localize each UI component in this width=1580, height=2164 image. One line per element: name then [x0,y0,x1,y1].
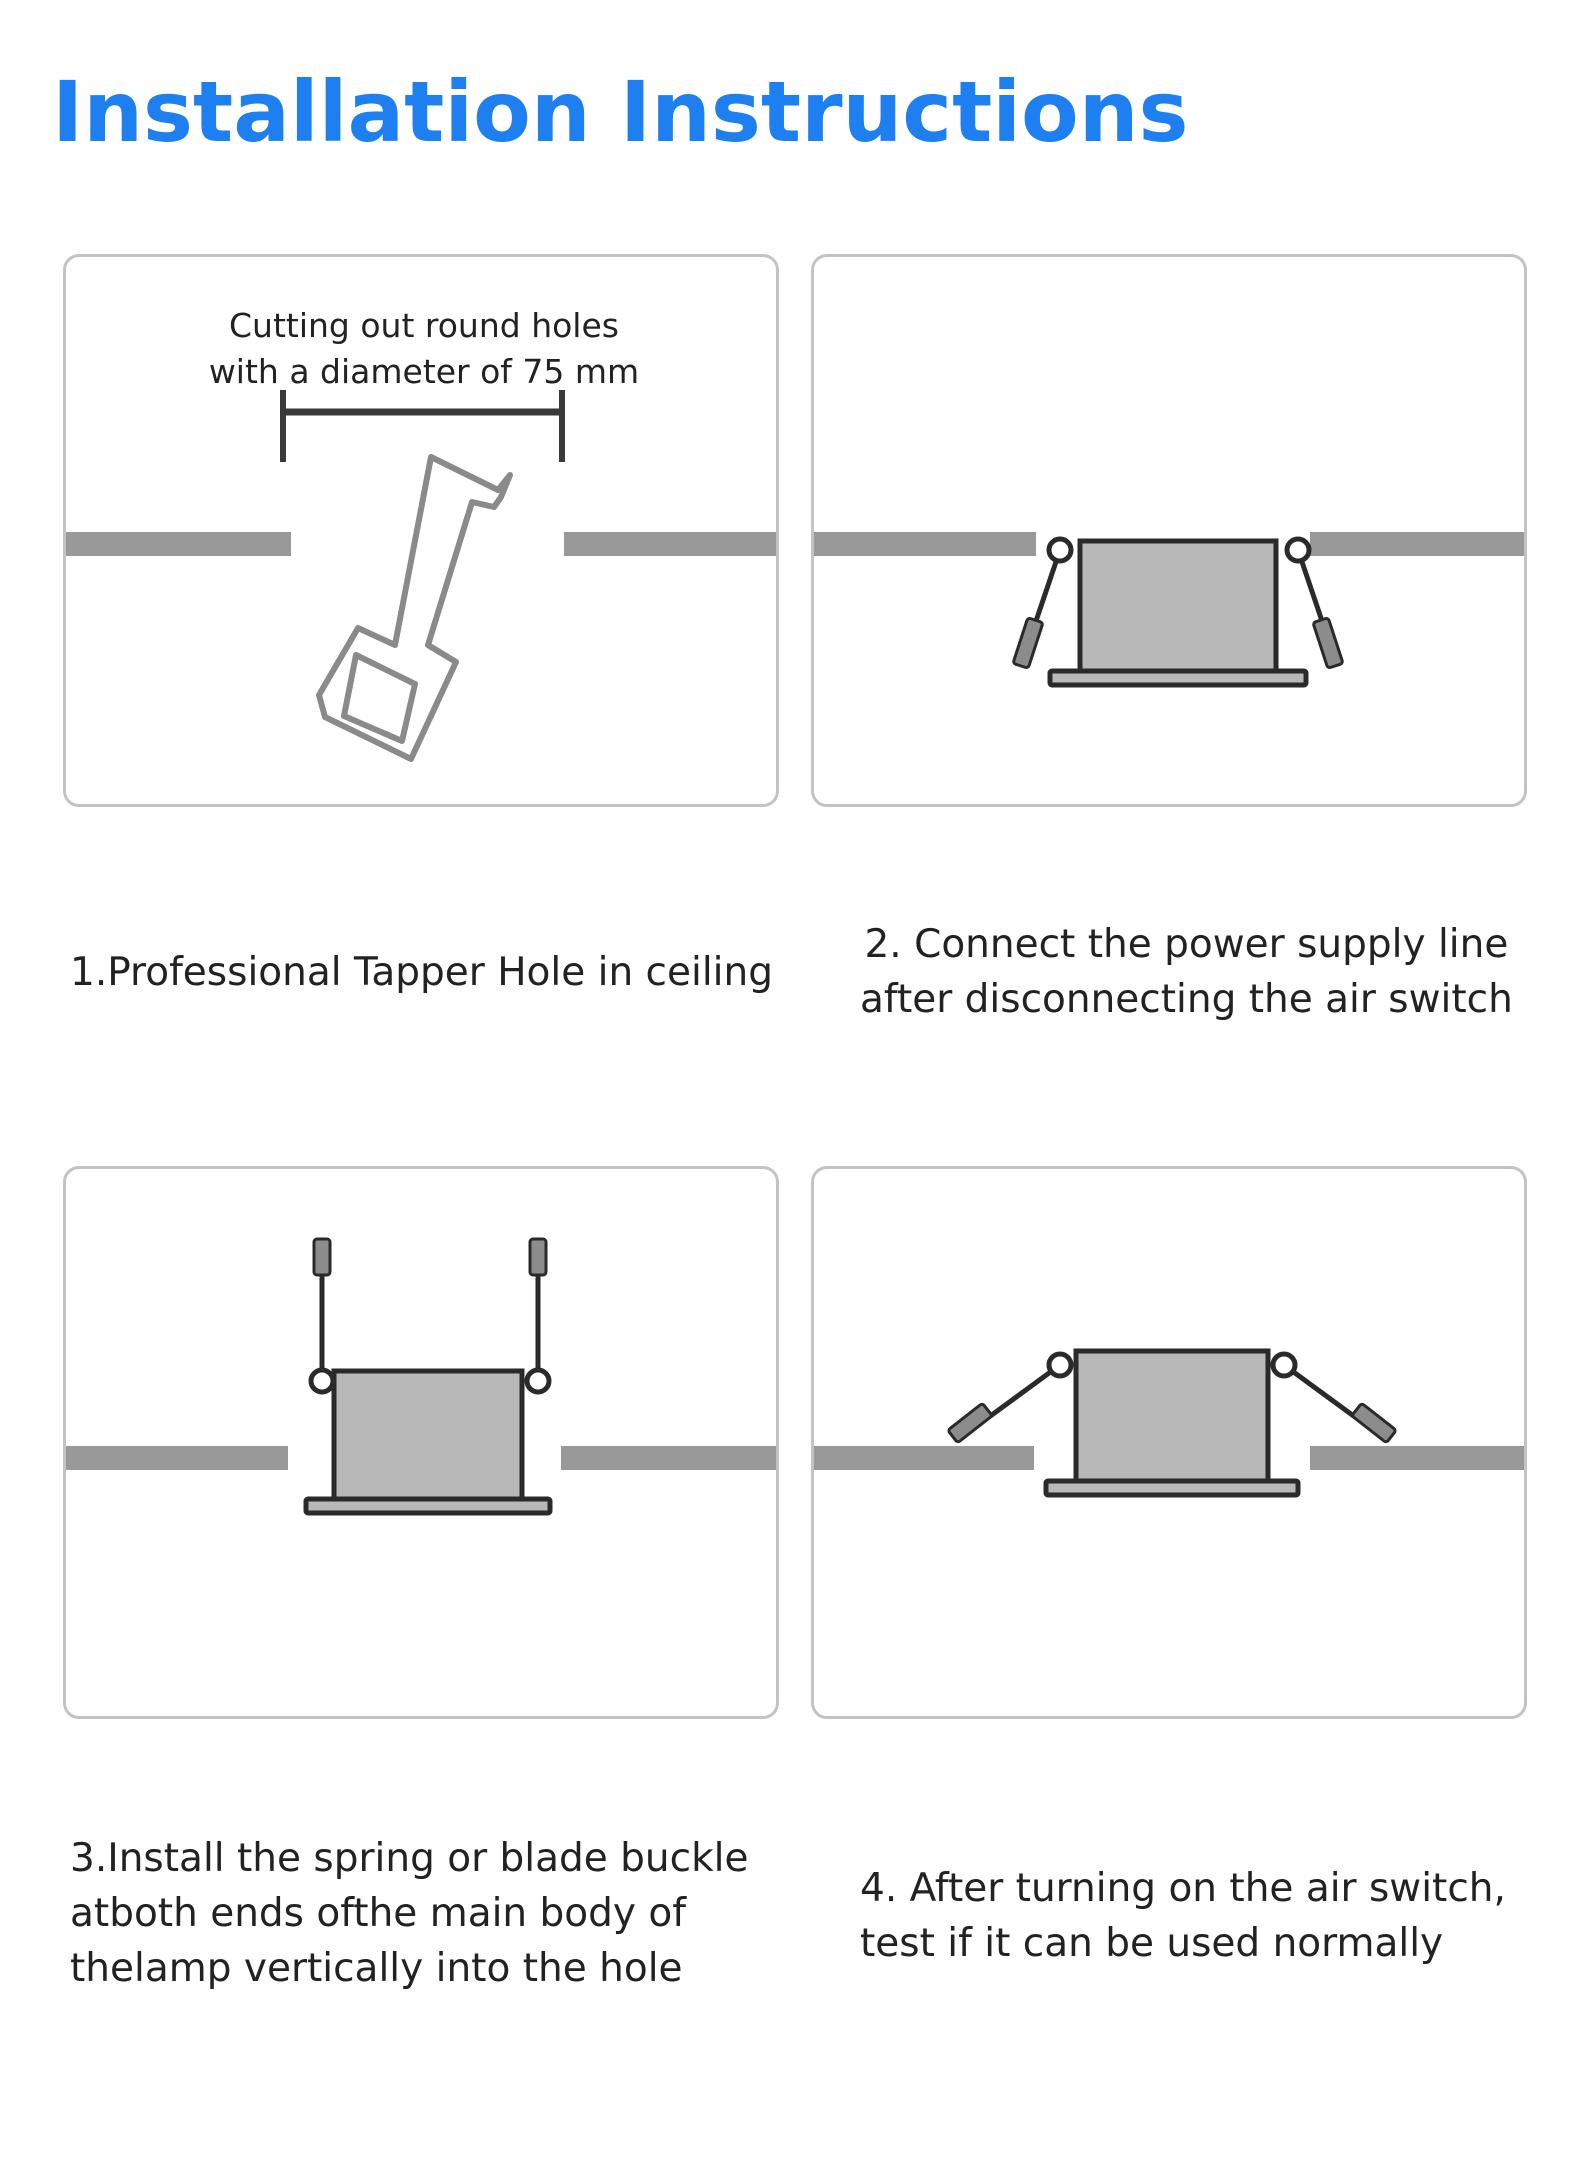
step-4-illustration [811,1166,1527,1719]
caption-line: atboth ends ofthe main body of [70,1891,686,1936]
ceiling-line [66,1446,776,1470]
caption-line: 2. Connect the power supply line [864,922,1509,967]
downlight-icon [1043,1348,1301,1498]
step-3-illustration [63,1166,779,1719]
caption-line: test if it can be used normally [860,1921,1444,1966]
annotation-line: with a diameter of 75 mm [208,352,640,391]
caption-line: after disconnecting the air switch [860,977,1513,1022]
saw-icon [316,454,513,762]
hole-size-annotation: Cutting out round holes with a diameter … [66,303,776,395]
connect-power-drawing [814,532,1524,688]
caption-line: 4. After turning on the air switch, [860,1866,1506,1911]
spring-clip-icon [1012,536,1344,670]
step-3-caption: 3.Install the spring or blade buckle atb… [70,1831,748,1996]
cutting-hole-drawing [66,390,776,762]
caption-line: 1.Professional Tapper Hole in ceiling [70,950,773,995]
spring-clip-icon [947,1351,1397,1444]
step-2-illustration [811,254,1527,807]
dimension-bracket [280,390,565,462]
ceiling-line [66,532,776,556]
ceiling-line [814,532,1524,556]
step-1-caption: 1.Professional Tapper Hole in ceiling [70,945,773,1000]
step-2-caption: 2. Connect the power supply line after d… [860,917,1513,1027]
annotation-line: Cutting out round holes [229,306,619,345]
insert-lamp-drawing [66,1237,776,1516]
installed-lamp-drawing [814,1348,1524,1498]
caption-line: 3.Install the spring or blade buckle [70,1836,749,1881]
downlight-icon [1047,538,1309,688]
step-1-illustration: Cutting out round holes with a diameter … [63,254,779,807]
ceiling-line [814,1446,1524,1470]
step-4-caption: 4. After turning on the air switch, test… [860,1861,1506,1971]
page-title: Installation Instructions [52,63,1189,161]
downlight-icon [303,1368,553,1516]
spring-clip-icon [308,1237,552,1395]
caption-line: thelamp vertically into the hole [70,1946,683,1991]
